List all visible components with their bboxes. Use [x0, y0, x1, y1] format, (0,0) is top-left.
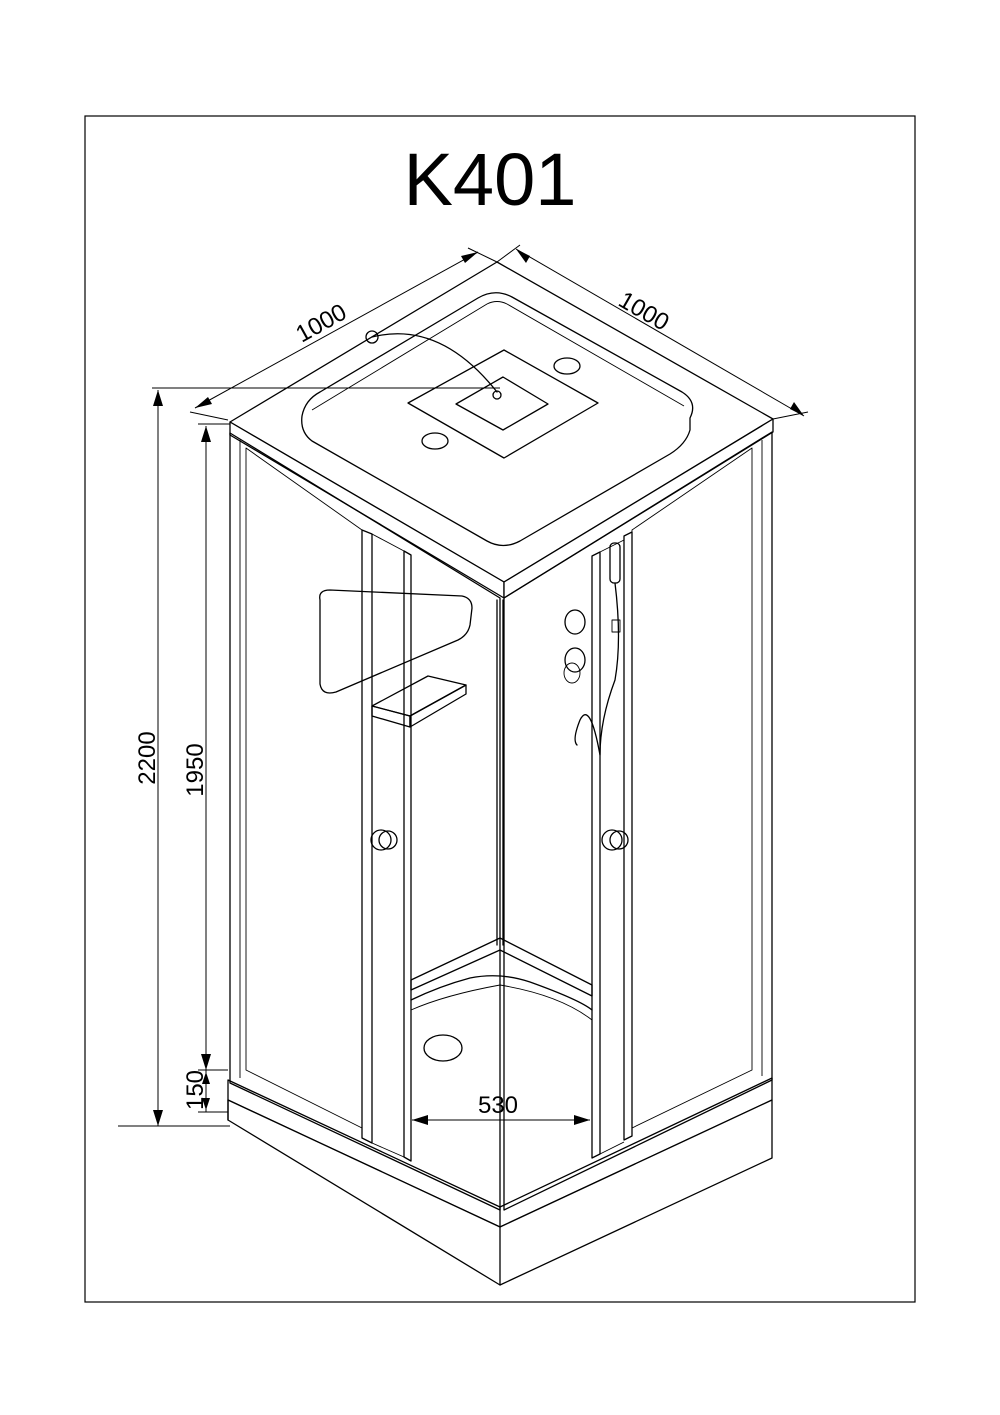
roof-light-panel	[407, 349, 599, 459]
right-wall	[503, 431, 773, 1211]
rain-shower-head	[455, 376, 549, 431]
mixer-knob-icon	[564, 647, 586, 673]
roof	[229, 261, 774, 599]
door-handle-icon	[601, 829, 623, 851]
door-opening-dimension: 530	[412, 1092, 590, 1125]
drawing-frame	[84, 115, 916, 1303]
height-dimension-tray: 150	[182, 1069, 228, 1113]
speaker-icon	[421, 432, 449, 450]
door-handle-icon	[370, 829, 392, 851]
total-height-label: 2200	[134, 731, 161, 784]
left-wall	[229, 432, 501, 1211]
tray-height-label: 150	[182, 1070, 209, 1110]
cabin-height-label: 1950	[182, 743, 209, 796]
drain-icon	[423, 1034, 463, 1062]
height-dimension-cabin: 1950	[182, 423, 230, 1070]
width-right-label: 1000	[614, 286, 674, 336]
height-dimension-total: 2200	[118, 387, 500, 1127]
control-knob-icon	[564, 609, 586, 635]
hand-shower-icon	[609, 542, 621, 584]
speaker-icon	[553, 357, 581, 375]
width-left-label: 1000	[291, 299, 351, 348]
door-opening-label: 530	[478, 1092, 518, 1119]
model-title: K401	[404, 138, 577, 221]
mirror	[319, 589, 473, 694]
